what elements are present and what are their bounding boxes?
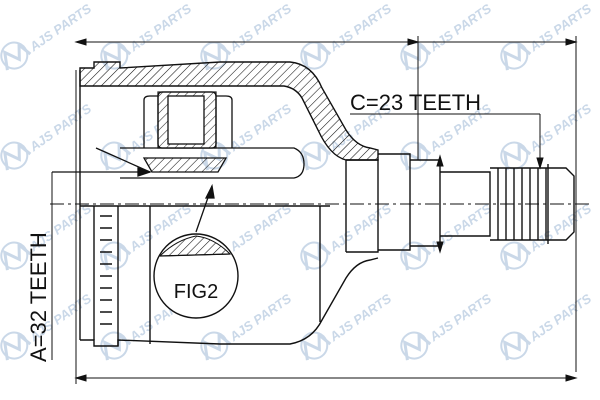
c-teeth-label: C=23 TEETH	[350, 90, 481, 115]
svg-text:AJS PARTS: AJS PARTS	[226, 1, 294, 55]
watermark-logo: AJS PARTS	[393, 1, 494, 76]
watermark-logo: AJS PARTS	[293, 1, 394, 76]
svg-text:AJS PARTS: AJS PARTS	[126, 1, 194, 55]
svg-text:AJS PARTS: AJS PARTS	[426, 291, 494, 345]
svg-text:AJS PARTS: AJS PARTS	[26, 101, 94, 155]
watermark-logo: AJS PARTS	[393, 291, 494, 366]
svg-text:AJS PARTS: AJS PARTS	[326, 1, 394, 55]
svg-text:AJS PARTS: AJS PARTS	[526, 1, 594, 55]
watermark-logo: AJS PARTS	[293, 291, 394, 366]
svg-text:AJS PARTS: AJS PARTS	[226, 201, 294, 255]
svg-text:AJS PARTS: AJS PARTS	[526, 291, 594, 345]
watermark-logo: AJS PARTS	[0, 101, 94, 176]
fig2-detail	[153, 233, 239, 319]
a-teeth-label: A=32 TEETH	[26, 232, 51, 362]
watermark-logo: AJS PARTS	[493, 1, 594, 76]
svg-text:AJS PARTS: AJS PARTS	[326, 201, 394, 255]
watermark-logo: AJS PARTS	[0, 1, 94, 76]
housing-outline	[79, 86, 379, 347]
watermark-logo: AJS PARTS	[493, 101, 594, 176]
svg-text:AJS PARTS: AJS PARTS	[226, 101, 294, 155]
svg-text:AJS PARTS: AJS PARTS	[326, 291, 394, 345]
housing-neck	[345, 159, 379, 253]
tripod-assembly	[52, 91, 305, 233]
svg-text:AJS PARTS: AJS PARTS	[226, 291, 294, 345]
housing-section-top	[79, 61, 379, 161]
svg-text:AJS PARTS: AJS PARTS	[526, 101, 594, 155]
fig2-label: FIG2	[174, 281, 218, 303]
shaft-diameter-dimensions	[436, 118, 544, 254]
c-teeth-leader	[350, 113, 541, 120]
watermark-logo: AJS PARTS	[493, 291, 594, 366]
svg-text:AJS PARTS: AJS PARTS	[526, 201, 594, 255]
svg-text:AJS PARTS: AJS PARTS	[26, 1, 94, 55]
svg-text:AJS PARTS: AJS PARTS	[426, 1, 494, 55]
bottom-dimension-line	[74, 70, 578, 384]
